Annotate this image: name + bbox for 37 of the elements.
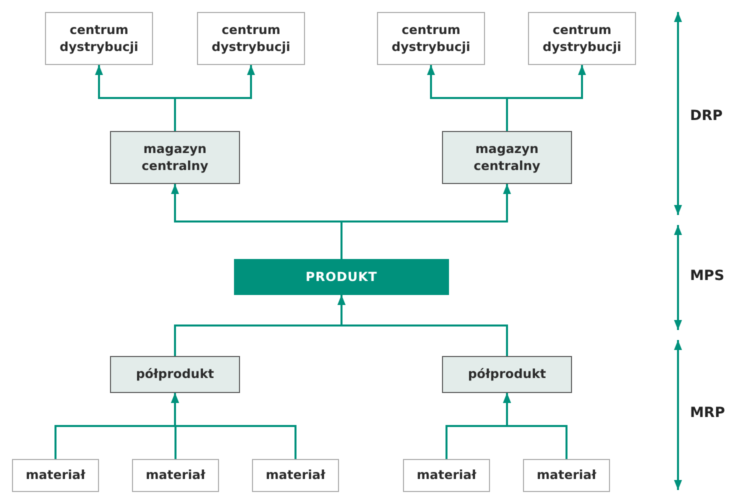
node-label: półprodukt: [468, 366, 546, 383]
node-label: magazyn centralny: [140, 141, 210, 174]
node-box: [528, 12, 636, 65]
node-box: [403, 459, 490, 492]
node-label: materiał: [266, 467, 326, 484]
arrow: [506, 65, 586, 131]
arrow: [171, 393, 296, 459]
node-box: [252, 459, 339, 492]
process-box: [442, 131, 572, 184]
node-label: materiał: [416, 467, 476, 484]
node-label: materiał: [26, 467, 86, 484]
node-box: [197, 12, 305, 65]
node-box: [377, 12, 485, 65]
process-box: [442, 356, 572, 393]
section-label: MPS: [690, 268, 724, 284]
section-label: MRP: [690, 405, 725, 421]
process-box: [110, 131, 240, 184]
node-label: materiał: [146, 467, 206, 484]
arrow: [174, 65, 255, 131]
node-label: centrum dystrybucji: [390, 22, 472, 55]
arrow: [338, 295, 508, 356]
node-box: [45, 12, 153, 65]
node-label: półprodukt: [136, 366, 214, 383]
node-label: centrum dystrybucji: [210, 22, 292, 55]
node-label: materiał: [536, 467, 596, 484]
node-label: centrum dystrybucji: [542, 22, 622, 55]
node-label: PRODUKT: [306, 268, 378, 286]
arrow: [340, 184, 511, 259]
node-box: [523, 459, 610, 492]
node-box: [132, 459, 219, 492]
section-label: DRP: [690, 108, 723, 124]
arrow: [503, 393, 568, 459]
main-box: [234, 259, 449, 295]
node-label: centrum dystrybucji: [58, 22, 140, 55]
process-box: [110, 356, 240, 393]
node-box: [12, 459, 99, 492]
node-label: magazyn centralny: [472, 141, 542, 174]
